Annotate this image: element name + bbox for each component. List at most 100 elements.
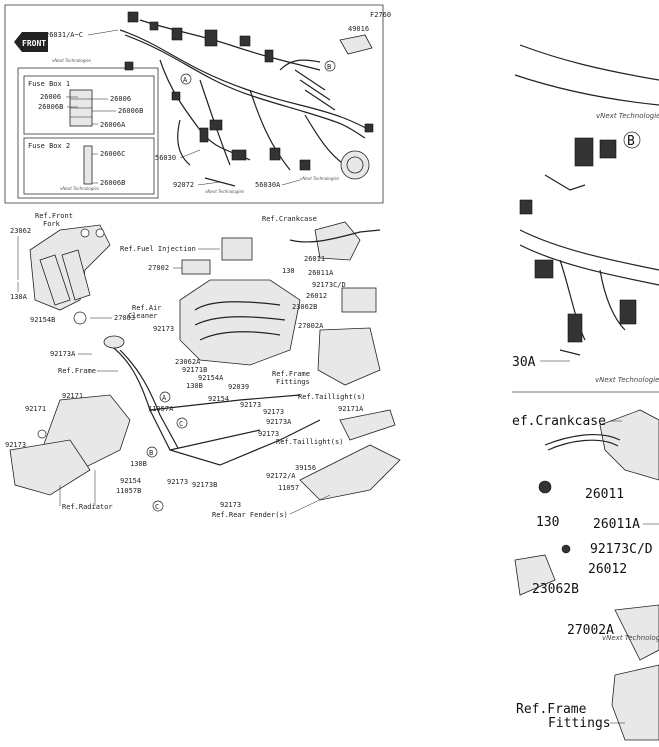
- zoom-30a: 30A: [512, 355, 536, 370]
- ref-fuel-injection: Ref.Fuel Injection: [120, 245, 196, 253]
- ref-frame-fittings-2: Fittings: [276, 378, 310, 386]
- callout-56030a: 56030A: [255, 181, 281, 189]
- callout-130: 130: [282, 267, 295, 275]
- callout-92154b: 92154B: [30, 316, 55, 324]
- callout-23062a: 23062A: [175, 358, 201, 366]
- fuse2-item-2: 26006B: [100, 179, 125, 187]
- callout-92154: 92154: [208, 395, 229, 403]
- ref-crankcase: Ref.Crankcase: [262, 215, 317, 223]
- ref-front-fork-1: Ref.Front: [35, 212, 73, 220]
- callout-56030: 56030: [155, 154, 176, 162]
- zoom-connector-6: [519, 199, 533, 215]
- fuse1-right-1: 26006: [110, 95, 131, 103]
- callout-92154a: 92154A: [198, 374, 224, 382]
- callout-23062b: 23062B: [292, 303, 317, 311]
- fuse1-right-2: 26006B: [118, 107, 143, 115]
- zoom-panel: B vNext Technologies 30A vNext Technolog…: [512, 44, 659, 741]
- callout-27003: 27003: [114, 314, 135, 322]
- zoom-ref-b-circle: [623, 131, 641, 149]
- harness-panel-border: [4, 4, 384, 204]
- ecu-unit: [221, 237, 253, 261]
- callout-49016: 49016: [348, 25, 369, 33]
- watermark-1: vNext Technologies: [52, 58, 91, 63]
- zoom-watermark-2: vNext Technologies: [595, 376, 659, 384]
- zoom-frame-fitting: [611, 664, 659, 741]
- callout-harness: 26031/A~C: [45, 31, 83, 39]
- components-panel: Ref.Front Fork 23062 130A 92154B 27003 R…: [5, 212, 401, 519]
- callout-92171-b: 92171: [25, 405, 46, 413]
- battery: [341, 287, 377, 313]
- callout-130b-b: 130B: [130, 460, 147, 468]
- ref-c: C: [179, 420, 183, 428]
- ref-a-circle-2: [159, 391, 171, 403]
- cover-49016: [339, 34, 373, 55]
- front-fork: [29, 224, 111, 325]
- callout-23062: 23062: [10, 227, 31, 235]
- zoom-ref-frame-1: Ref.Frame: [516, 702, 587, 717]
- ref-a-circle: [180, 73, 192, 85]
- callout-26011a: 26011A: [308, 269, 334, 277]
- watermark-3: vNext Technologies: [300, 176, 339, 181]
- callout-92173-a: 92173: [153, 325, 174, 333]
- zoom-26011: 26011: [585, 487, 624, 502]
- ref-frame: Ref.Frame: [58, 367, 96, 375]
- callout-92173-f: 92173: [167, 478, 188, 486]
- callout-92173a-1: 92173A: [50, 350, 76, 358]
- front-label: FRONT: [22, 39, 46, 48]
- callout-130a: 130A: [10, 293, 28, 301]
- battery-case: [317, 327, 381, 386]
- callout-39156: 39156: [295, 464, 316, 472]
- callout-92072: 92072: [173, 181, 194, 189]
- callout-92173-c: 92173: [240, 401, 261, 409]
- callout-92173a-2: 92173A: [266, 418, 292, 426]
- air-cleaner: [179, 279, 301, 366]
- ref-a: A: [183, 76, 188, 84]
- ref-b-circle: [324, 60, 336, 72]
- zoom-connector-4: [619, 299, 637, 325]
- callout-130b-a: 130B: [186, 382, 203, 390]
- fuse-box-frame: [17, 67, 159, 199]
- ref-c-circle: [176, 417, 188, 429]
- callout-92039: 92039: [228, 383, 249, 391]
- zoom-23062b: 23062B: [532, 582, 579, 597]
- fuse-box-2: [23, 137, 155, 195]
- ref-front-fork-2: Fork: [43, 220, 61, 228]
- zoom-ref-crankcase: ef.Crankcase: [512, 414, 606, 429]
- zoom-watermark-3: vNext Technologies: [602, 634, 659, 642]
- callout-92173cd: 92173C/D: [312, 281, 346, 289]
- callout-11057: 11057: [278, 484, 299, 492]
- fuse-box-panel: Fuse Box 1 26006 26006B 26006 26006B 260…: [17, 67, 159, 199]
- zoom-watermark-1: vNext Technologies: [596, 112, 659, 120]
- callout-92172a: 92172/A: [266, 472, 296, 480]
- callout-92173-b: 92173: [5, 441, 26, 449]
- fuse-box-2-title: Fuse Box 2: [28, 142, 70, 150]
- callout-11057a: 11057A: [148, 405, 174, 413]
- callout-92173-e: 92173: [258, 430, 279, 438]
- ref-frame-fittings-1: Ref.Frame: [272, 370, 310, 378]
- zoom-bolt-130: [538, 480, 552, 494]
- ref-c-2: C: [155, 503, 159, 511]
- fuse-box-2-body: [83, 145, 93, 185]
- zoom-27002a-part: [614, 604, 659, 661]
- zoom-connector-3: [534, 259, 554, 279]
- callout-92173b: 92173B: [192, 481, 217, 489]
- callout-92171a: 92171A: [338, 405, 364, 413]
- zoom-130: 130: [536, 515, 559, 530]
- fuse1-bottom: 26006A: [100, 121, 126, 129]
- fuse2-item-1: 26006C: [100, 150, 125, 158]
- figure-code: F2760: [370, 11, 391, 19]
- callout-92154-b: 92154: [120, 477, 141, 485]
- zoom-92173cd: 92173C/D: [590, 542, 653, 557]
- callout-92171-a: 92171: [62, 392, 83, 400]
- callout-92173-d: 92173: [263, 408, 284, 416]
- zoom-connector-2: [599, 139, 617, 159]
- ref-taillight-1: Ref.Taillight(s): [298, 393, 365, 401]
- zoom-nut: [561, 544, 571, 554]
- ref-b: B: [327, 63, 331, 71]
- ref-air-cleaner-1: Ref.Air: [132, 304, 162, 312]
- zoom-26012: 26012: [588, 562, 627, 577]
- callout-26011: 26011: [304, 255, 325, 263]
- watermark-4: vNext Technologies: [60, 186, 99, 191]
- fuse1-left-2: 26006B: [38, 103, 63, 111]
